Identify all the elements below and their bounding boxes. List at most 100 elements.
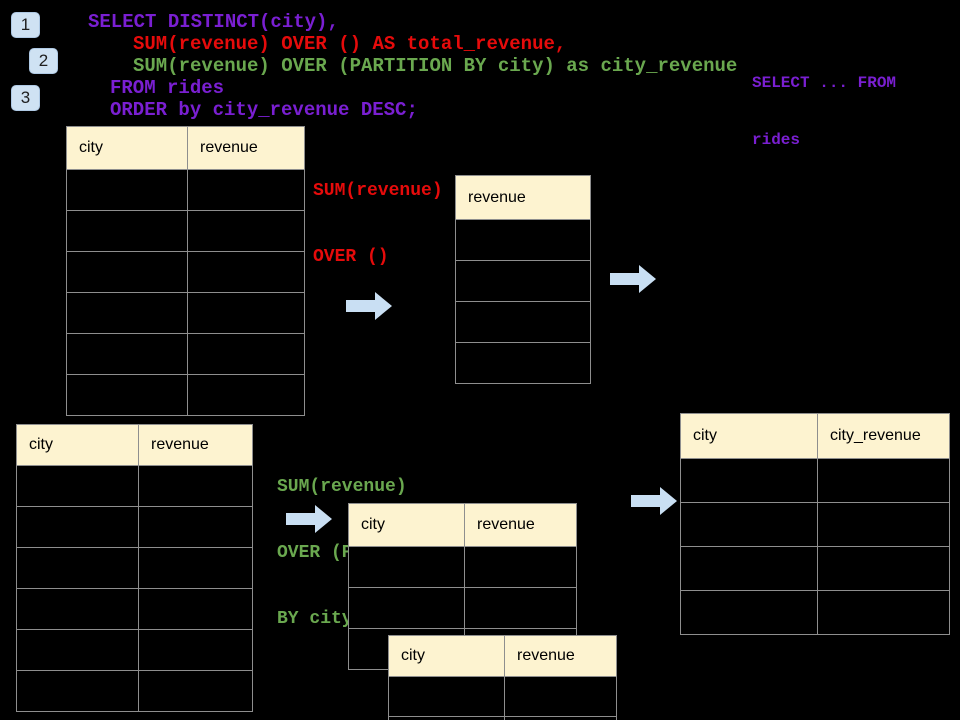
arrow-right-icon: [610, 265, 656, 293]
table-cell-empty: [17, 548, 138, 588]
table-row: [389, 676, 616, 716]
table-row: [681, 546, 949, 590]
table-body: [17, 465, 252, 711]
side-note: SELECT ... FROM rides: [752, 36, 896, 188]
table-cell-empty: [504, 717, 616, 720]
sql-line-from: FROM rides: [110, 77, 225, 99]
table-row: [67, 210, 304, 251]
table-row: [17, 547, 252, 588]
table-cell-empty: [17, 630, 138, 670]
table-cell-empty: [138, 671, 252, 711]
side-note-line: SELECT ... FROM: [752, 74, 897, 92]
column-header-city-revenue: city_revenue: [817, 414, 949, 458]
table-cell-empty: [187, 293, 304, 333]
table-cell-empty: [456, 302, 590, 342]
table-body: [456, 219, 590, 383]
table-row: [17, 506, 252, 547]
table-row: [456, 301, 590, 342]
table-cell-empty: [138, 466, 252, 506]
table-row: [456, 219, 590, 260]
step-badge-1: 1: [11, 12, 40, 38]
table-cell-empty: [67, 211, 187, 251]
table-row: [349, 546, 576, 587]
table-row: [681, 458, 949, 502]
table-cell-empty: [17, 507, 138, 547]
table-row: [681, 590, 949, 634]
table-cell-empty: [67, 334, 187, 374]
column-header-city: city: [361, 516, 385, 533]
table-cell-empty: [17, 589, 138, 629]
table-row: [681, 502, 949, 546]
annotation-line: SUM(revenue): [277, 477, 407, 497]
table-cell-empty: [138, 589, 252, 629]
table-cell-empty: [187, 170, 304, 210]
table-row: [349, 587, 576, 628]
arrow-right-icon: [346, 292, 392, 320]
table-cell-empty: [681, 591, 817, 634]
table-cell-empty: [67, 170, 187, 210]
table-row: [67, 292, 304, 333]
table-header-row: city revenue: [389, 636, 616, 676]
side-note-line: rides: [752, 131, 801, 149]
table-cell-empty: [17, 466, 138, 506]
arrow-right-icon: [286, 505, 332, 533]
table-body: [67, 169, 304, 415]
table-cell-empty: [349, 588, 464, 628]
annotation-line: SUM(revenue): [313, 181, 443, 201]
table-body: [389, 676, 616, 720]
table-cell-empty: [67, 293, 187, 333]
table-cell-empty: [67, 375, 187, 415]
table-row: [67, 333, 304, 374]
table-source-total: city revenue: [66, 126, 305, 416]
table-partition-result: city city_revenue: [680, 413, 950, 635]
column-header-city: city: [693, 427, 717, 444]
table-cell-empty: [389, 677, 504, 716]
table-cell-empty: [464, 547, 576, 587]
table-cell-empty: [187, 334, 304, 374]
table-partition-overlay: city revenue: [388, 635, 617, 720]
sql-line-sum-total: SUM(revenue) OVER () AS total_revenue,: [133, 33, 567, 55]
table-row: [456, 260, 590, 301]
table-cell-empty: [138, 630, 252, 670]
table-cell-empty: [456, 261, 590, 301]
sql-line-order: ORDER by city_revenue DESC;: [110, 99, 418, 121]
table-cell-empty: [456, 220, 590, 260]
table-cell-empty: [681, 459, 817, 502]
column-header-revenue: revenue: [504, 636, 616, 676]
table-row: [17, 629, 252, 670]
table-cell-empty: [67, 252, 187, 292]
column-header-city: city: [401, 647, 425, 664]
table-cell-empty: [138, 507, 252, 547]
table-header-row: city revenue: [349, 504, 576, 546]
column-header-revenue: revenue: [464, 504, 576, 546]
table-source-partition: city revenue: [16, 424, 253, 712]
table-cell-empty: [349, 547, 464, 587]
step-badge-3: 3: [11, 85, 40, 111]
column-header-city: city: [79, 139, 103, 156]
column-header-revenue: revenue: [187, 127, 304, 169]
table-header-row: city revenue: [17, 425, 252, 465]
table-body: [681, 458, 949, 634]
annotation-total-revenue: SUM(revenue) OVER (): [313, 136, 443, 312]
column-header-revenue: revenue: [468, 188, 526, 206]
column-header-revenue: revenue: [138, 425, 252, 465]
table-cell-empty: [187, 211, 304, 251]
table-header-row: city city_revenue: [681, 414, 949, 458]
table-row: [17, 670, 252, 711]
table-cell-empty: [817, 459, 949, 502]
table-cell-empty: [187, 375, 304, 415]
table-cell-empty: [817, 503, 949, 546]
table-row: [456, 342, 590, 383]
table-row: [67, 374, 304, 415]
column-header-city: city: [29, 436, 53, 453]
table-cell-empty: [17, 671, 138, 711]
table-row: [17, 465, 252, 506]
sql-line-select: SELECT DISTINCT(city),: [88, 11, 339, 33]
table-row: [67, 251, 304, 292]
table-cell-empty: [187, 252, 304, 292]
table-row: [17, 588, 252, 629]
sql-line-sum-partition: SUM(revenue) OVER (PARTITION BY city) as…: [133, 55, 738, 77]
table-total-result: revenue: [455, 175, 591, 384]
table-row: [67, 169, 304, 210]
